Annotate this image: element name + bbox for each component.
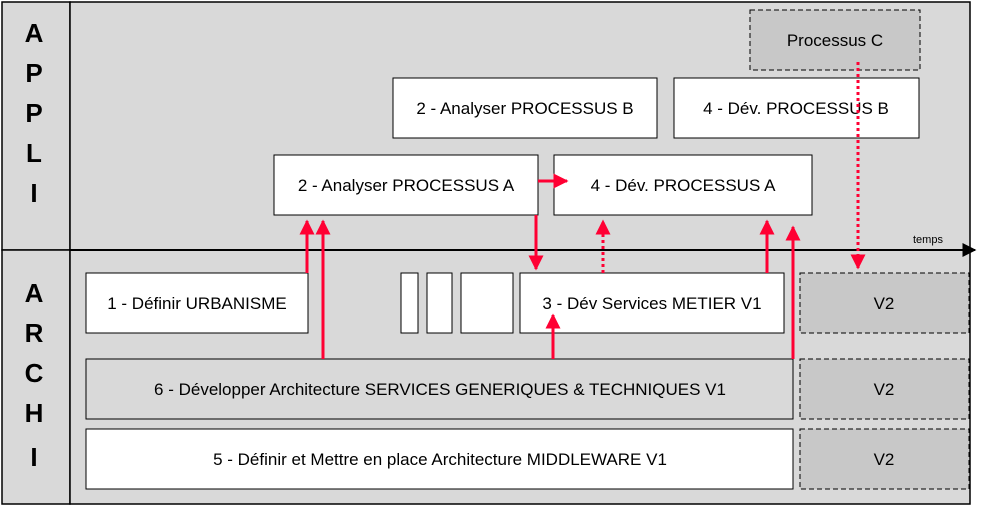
box-urbanisme: 1 - Définir URBANISME	[85, 272, 309, 334]
box-dev-processus-b: 4 - Dév. PROCESSUS B	[673, 77, 920, 139]
box-analyser-processus-b: 2 - Analyser PROCESSUS B	[392, 77, 658, 139]
appli-letter: P	[25, 58, 42, 88]
archi-side-panel	[1, 249, 71, 505]
appli-letter: I	[30, 178, 37, 208]
archi-letter: C	[25, 358, 44, 388]
archi-letter: I	[30, 442, 37, 472]
box-v2-metier-label: V2	[874, 294, 895, 313]
appli-side-panel	[1, 1, 71, 251]
box-dev-processus-a: 4 - Dév. PROCESSUS A	[553, 154, 813, 216]
dotted-arrows	[595, 62, 866, 273]
box-dev-processus-a-label: 4 - Dév. PROCESSUS A	[591, 176, 777, 195]
archi-letter: R	[25, 318, 44, 348]
box-services-metier-label: 3 - Dév Services METIER V1	[542, 294, 761, 313]
box-v2-middleware: V2	[799, 428, 970, 490]
placeholder-block	[460, 272, 514, 334]
box-analyser-processus-b-label: 2 - Analyser PROCESSUS B	[416, 99, 633, 118]
box-services-generiques: 6 - Développer Architecture SERVICES GEN…	[85, 358, 794, 420]
dependency-arrows	[299, 173, 801, 359]
box-services-metier: 3 - Dév Services METIER V1	[519, 272, 785, 334]
appli-letter: P	[25, 98, 42, 128]
time-axis-label: temps	[913, 234, 943, 246]
box-dev-processus-b-label: 4 - Dév. PROCESSUS B	[703, 99, 889, 118]
archi-letter: H	[25, 398, 44, 428]
box-v2-generiques: V2	[799, 358, 970, 420]
appli-letter: A	[25, 18, 44, 48]
box-processus-c-label: Processus C	[787, 31, 883, 50]
archi-letter: A	[25, 278, 44, 308]
appli-letter: L	[26, 138, 42, 168]
box-urbanisme-label: 1 - Définir URBANISME	[107, 294, 286, 313]
box-v2-middleware-label: V2	[874, 450, 895, 469]
box-v2-generiques-label: V2	[874, 380, 895, 399]
box-analyser-processus-a-label: 2 - Analyser PROCESSUS A	[298, 176, 515, 195]
box-middleware: 5 - Définir et Mettre en place Architect…	[85, 428, 794, 490]
appli-section-label: A P P L I	[25, 18, 44, 208]
box-processus-c: Processus C	[749, 9, 921, 71]
box-analyser-processus-a: 2 - Analyser PROCESSUS A	[273, 154, 539, 216]
box-services-generiques-label: 6 - Développer Architecture SERVICES GEN…	[154, 380, 726, 399]
box-v2-metier: V2	[799, 272, 970, 334]
placeholder-block	[426, 272, 453, 334]
placeholder-block	[400, 272, 419, 334]
archi-section-label: A R C H I	[25, 278, 44, 472]
box-middleware-label: 5 - Définir et Mettre en place Architect…	[213, 450, 667, 469]
